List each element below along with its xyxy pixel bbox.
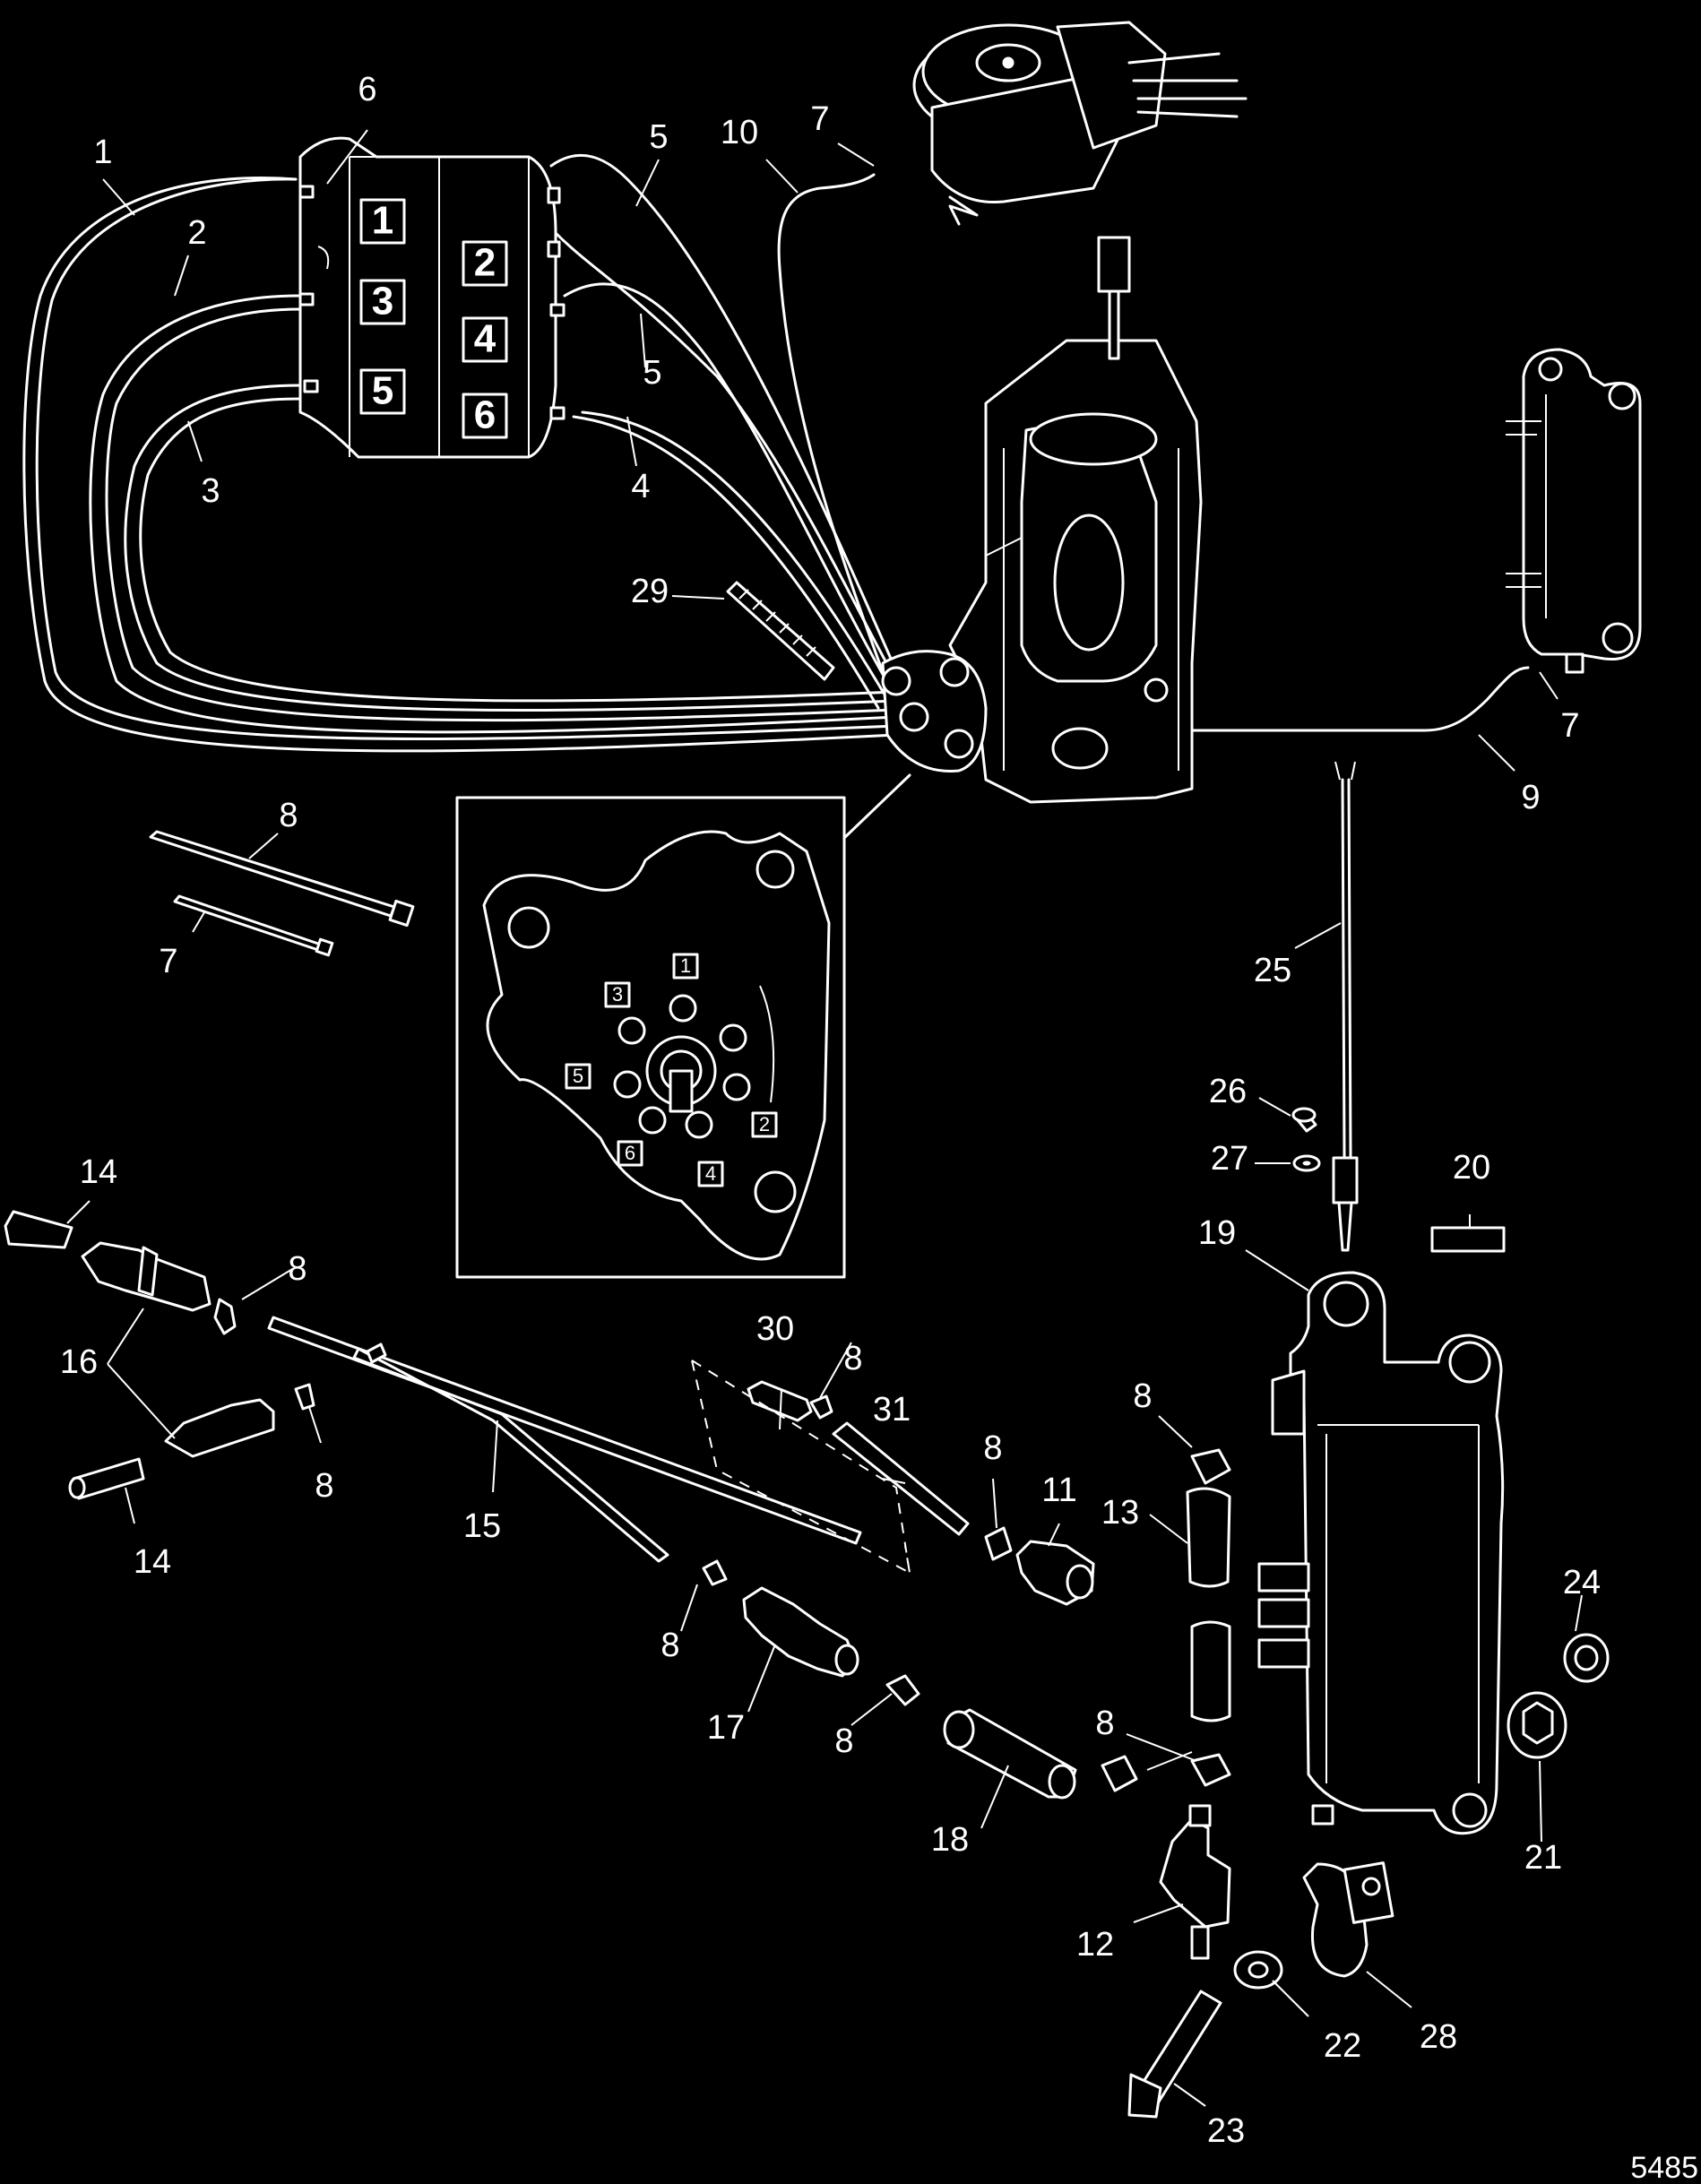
manifold-number: 3 (372, 280, 393, 324)
callout-label: 8 (315, 1467, 333, 1505)
callout-label: 7 (159, 943, 177, 980)
manifold-number: 2 (474, 241, 496, 285)
callout-label: 25 (1254, 952, 1291, 989)
detail-number: 3 (612, 983, 623, 1006)
manifold-number: 5 (372, 369, 393, 413)
callout-label: 26 (1209, 1073, 1247, 1110)
callout-label: 24 (1563, 1564, 1601, 1601)
callout-label: 8 (843, 1340, 862, 1377)
callout-label: 18 (931, 1821, 969, 1859)
hardware-left (4, 1210, 1095, 1800)
callout-label: 28 (1420, 2018, 1457, 2056)
callout-label: 5 (643, 354, 661, 392)
callout-label: 7 (810, 100, 829, 138)
callout-label: 8 (1133, 1377, 1152, 1415)
small-hardware (1291, 1107, 1506, 1253)
callout-labels: 1 2 3 4 5 5 6 7 7 7 8 8 8 8 8 8 8 8 8 9 … (60, 71, 1601, 2150)
callout-label: 7 (1560, 707, 1579, 745)
wire-harness-25 (1332, 761, 1359, 1252)
trim-pump-motor (912, 21, 1248, 226)
hose-routing (22, 153, 1530, 753)
callout-label: 23 (1207, 2112, 1245, 2150)
spring-sleeve-29 (726, 581, 835, 681)
manifold-number: 6 (474, 393, 496, 437)
trim-pump-body (881, 236, 1203, 804)
callout-label: 8 (288, 1250, 307, 1288)
callout-label: 22 (1324, 2027, 1361, 2065)
callout-label: 8 (279, 797, 298, 834)
callout-label: 27 (1211, 1140, 1248, 1178)
callout-label: 16 (60, 1343, 98, 1381)
callout-label: 8 (661, 1627, 679, 1664)
callout-label: 19 (1198, 1214, 1236, 1252)
callout-label: 10 (721, 114, 758, 151)
callout-label: 31 (873, 1391, 911, 1429)
callout-label: 13 (1101, 1494, 1139, 1532)
callout-label: 17 (707, 1709, 745, 1747)
trim-cylinder-small (1506, 348, 1642, 674)
callout-label: 8 (983, 1429, 1002, 1467)
callout-label: 8 (1095, 1705, 1114, 1742)
manifold-block: 1 2 3 4 5 6 (298, 136, 566, 459)
callout-label: 21 (1524, 1839, 1562, 1877)
callout-label: 3 (201, 472, 220, 510)
callout-label: 9 (1521, 779, 1540, 816)
manifold-number: 4 (474, 317, 496, 361)
callout-label: 20 (1453, 1149, 1490, 1187)
callout-label: 30 (756, 1310, 794, 1348)
detail-number: 1 (680, 954, 691, 977)
callout-label: 29 (631, 573, 669, 610)
callout-label: 5 (649, 118, 668, 156)
callout-label: 15 (463, 1507, 501, 1545)
detail-inset: 1 2 3 4 5 6 (455, 773, 911, 1279)
callout-label: 11 (1041, 1472, 1076, 1509)
callout-label: 4 (631, 468, 650, 505)
callout-label: 8 (834, 1722, 853, 1760)
manifold-number: 1 (372, 199, 393, 243)
callout-label: 12 (1076, 1926, 1114, 1964)
callout-label: 14 (134, 1543, 171, 1581)
detail-number: 6 (625, 1142, 635, 1164)
cable-ties (149, 830, 415, 957)
callout-label: 14 (80, 1153, 117, 1191)
callout-label: 1 (93, 134, 112, 171)
detail-number: 4 (705, 1162, 716, 1185)
detail-number: 2 (759, 1113, 770, 1135)
callout-label: 2 (187, 214, 206, 252)
leader-lines (66, 129, 1583, 2107)
hardware-right (1101, 1448, 1610, 2119)
trim-cylinder-19 (1257, 1271, 1505, 1835)
detail-number: 5 (573, 1065, 583, 1087)
figure-number: 5485 (1630, 2151, 1698, 2184)
callout-label: 6 (358, 71, 376, 108)
